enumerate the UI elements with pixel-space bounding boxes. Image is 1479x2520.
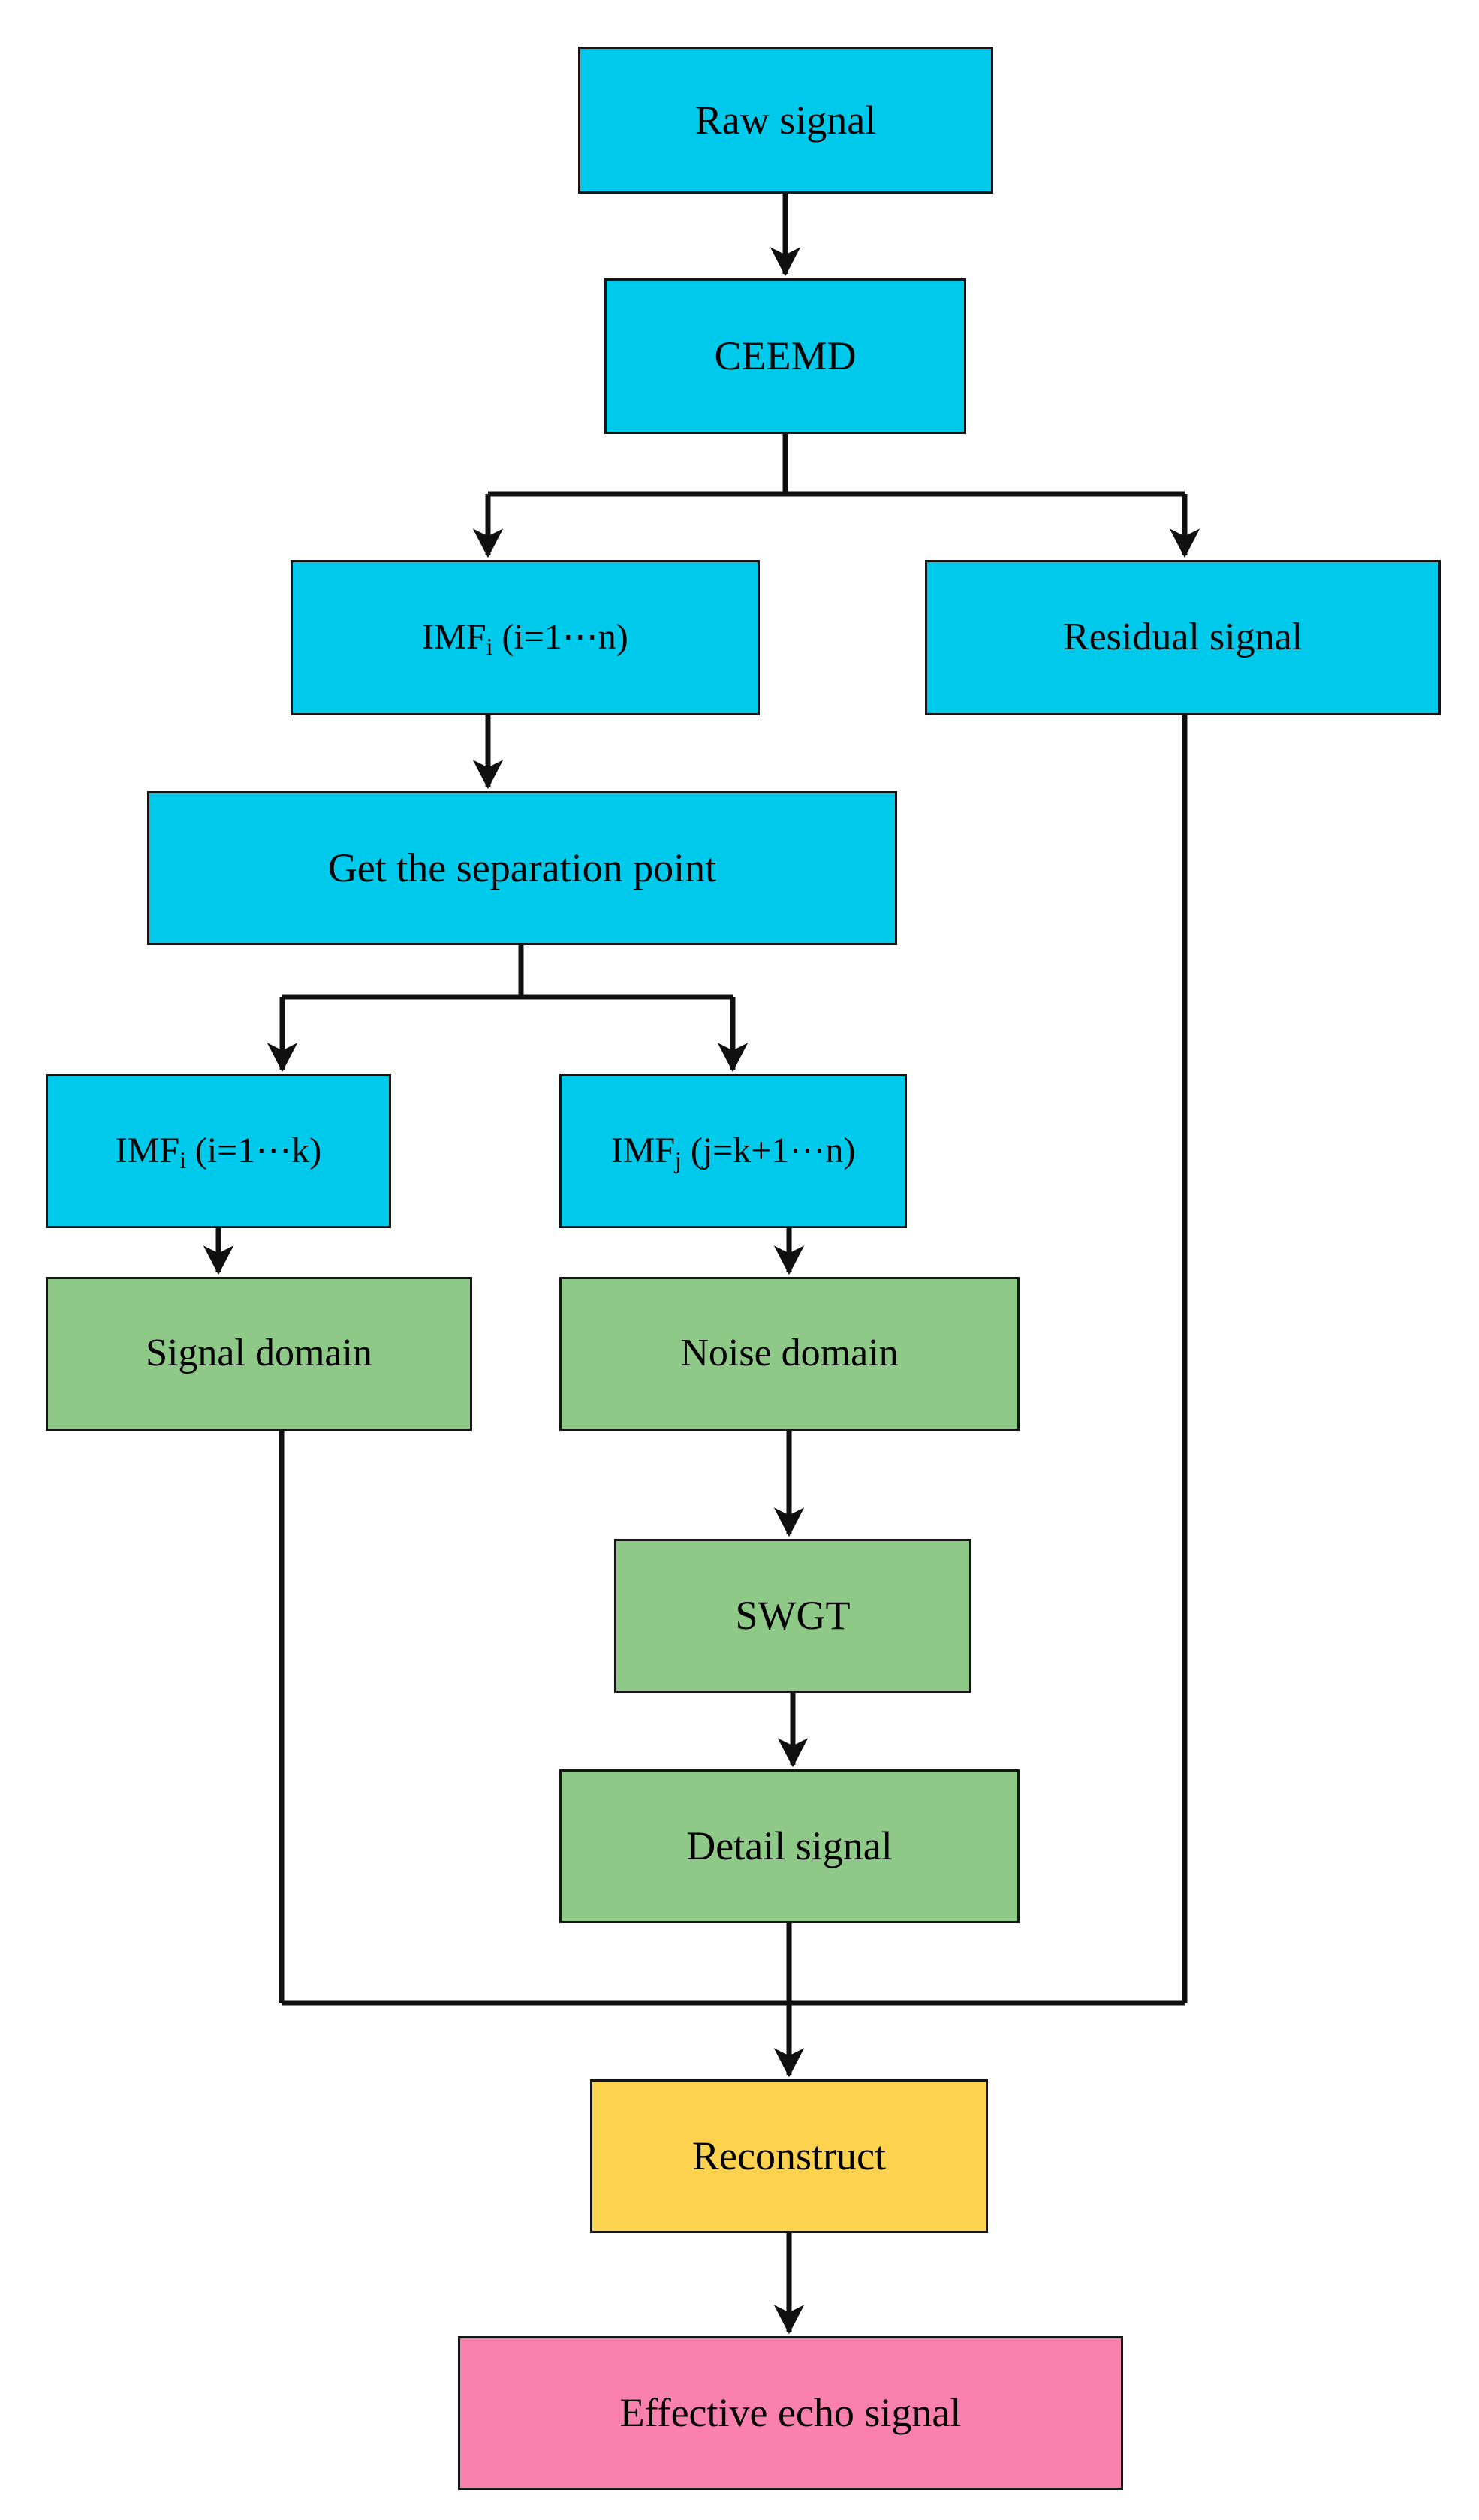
node-residual-signal[interactable]: Residual signal [925, 560, 1441, 715]
node-effective-echo[interactable]: Effective echo signal [458, 2336, 1123, 2490]
node-label-ceemd: CEEMD [714, 333, 857, 379]
node-label-raw-signal: Raw signal [694, 97, 877, 143]
node-label-detail-signal: Detail signal [686, 1823, 893, 1869]
node-range-imf-i-1-n: (i=1⋯n) [492, 617, 628, 658]
node-subscript-imf-i-1-n: i [486, 633, 493, 660]
node-imf-i-1-k[interactable]: IMFi (i=1⋯k) [46, 1074, 391, 1228]
node-imf-i-1-n[interactable]: IMFi (i=1⋯n) [291, 560, 760, 715]
node-label-signal-domain: Signal domain [146, 1332, 372, 1375]
node-label-imf-i-1-k: IMFi (i=1⋯k) [115, 1131, 322, 1173]
node-subscript-imf-i-1-k: i [179, 1146, 186, 1173]
node-reconstruct[interactable]: Reconstruct [590, 2079, 988, 2233]
node-label-separation-point: Get the separation point [327, 845, 717, 891]
node-label-effective-echo: Effective echo signal [619, 2390, 962, 2436]
node-label-noise-domain: Noise domain [680, 1332, 899, 1375]
node-label-imf-j-k1-n: IMFj (j=k+1⋯n) [610, 1131, 856, 1173]
node-label-swgt: SWGT [735, 1593, 851, 1639]
node-raw-signal[interactable]: Raw signal [578, 47, 993, 194]
node-detail-signal[interactable]: Detail signal [559, 1769, 1020, 1923]
node-label-imf-i-1-n: IMFi (i=1⋯n) [422, 617, 628, 660]
node-imf-j-k1-n[interactable]: IMFj (j=k+1⋯n) [559, 1074, 907, 1228]
node-range-imf-i-1-k: (i=1⋯k) [185, 1131, 322, 1171]
node-swgt[interactable]: SWGT [614, 1539, 971, 1693]
node-label-residual-signal: Residual signal [1062, 616, 1303, 659]
node-separation-point[interactable]: Get the separation point [147, 791, 897, 945]
node-label-reconstruct: Reconstruct [692, 2133, 886, 2179]
node-subscript-imf-j-k1-n: j [675, 1146, 682, 1173]
node-ceemd[interactable]: CEEMD [604, 278, 966, 434]
node-signal-domain[interactable]: Signal domain [46, 1277, 472, 1431]
node-noise-domain[interactable]: Noise domain [559, 1277, 1020, 1431]
node-range-imf-j-k1-n: (j=k+1⋯n) [681, 1131, 856, 1171]
